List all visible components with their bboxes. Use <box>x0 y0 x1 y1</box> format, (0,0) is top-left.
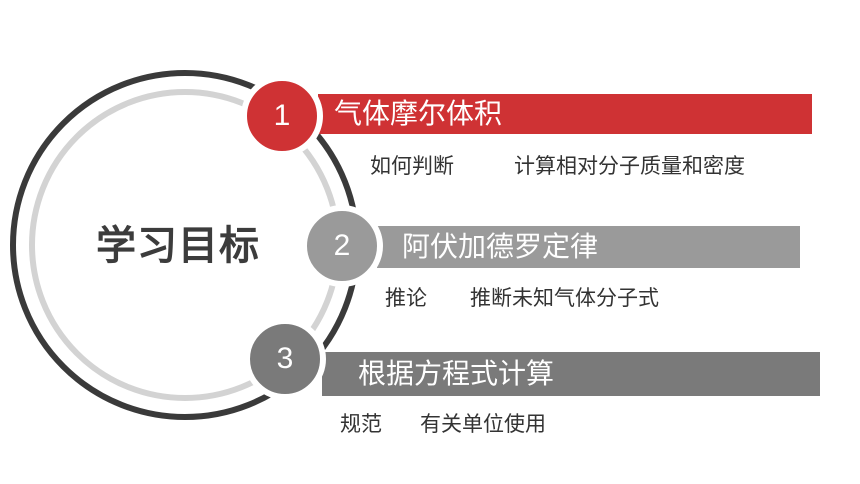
slide-title: 学习目标 <box>96 223 260 269</box>
objective-2-number: 2 <box>333 229 351 262</box>
objective-1-bar <box>318 94 812 134</box>
objective-1-point-2: 计算相对分子质量和密度 <box>514 154 745 178</box>
objective-3-point-2: 有关单位使用 <box>420 412 546 436</box>
objective-2-circle <box>301 205 383 287</box>
objective-1-point-1: 如何判断 <box>370 154 454 178</box>
objective-2-bar <box>377 226 800 268</box>
objective-2-point-1: 推论 <box>385 286 427 310</box>
objective-1-number: 1 <box>273 99 291 132</box>
objective-1-heading: 气体摩尔体积 <box>334 97 503 130</box>
objective-3-bar <box>322 352 820 396</box>
objective-3-point-1: 规范 <box>340 412 382 436</box>
objective-3-heading: 根据方程式计算 <box>358 357 555 390</box>
objective-3-number: 3 <box>276 342 294 375</box>
objective-1-circle <box>241 75 323 157</box>
objective-2-heading: 阿伏加德罗定律 <box>402 230 599 263</box>
objective-2-point-2: 推断未知气体分子式 <box>470 286 659 310</box>
objective-3-circle <box>244 318 326 400</box>
